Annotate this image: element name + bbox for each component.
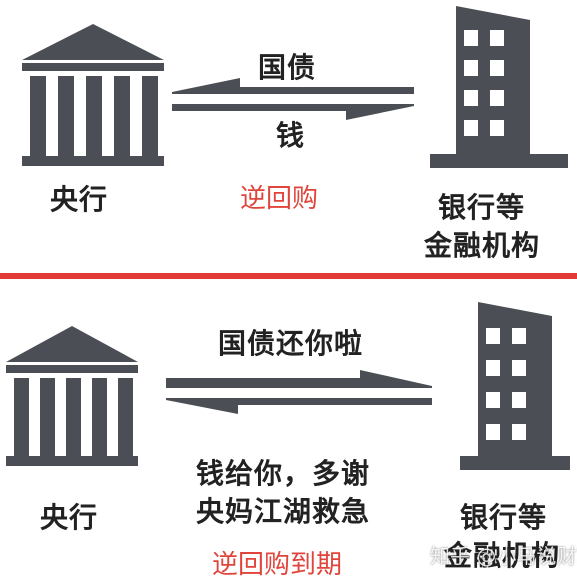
bank-label-line1: 银行等 bbox=[460, 501, 548, 534]
arrow-left-icon bbox=[166, 398, 432, 414]
exchange-arrows bbox=[172, 78, 414, 120]
caption-reverse-repo: 逆回购 bbox=[240, 184, 319, 214]
bank-building-icon bbox=[430, 6, 568, 168]
arrow-left-icon bbox=[172, 78, 414, 94]
central-bank-icon bbox=[6, 326, 138, 466]
arrow-right-icon bbox=[172, 104, 414, 120]
section-divider bbox=[0, 273, 577, 279]
exchange-arrows bbox=[166, 370, 432, 414]
bank-label-line2: 金融机构 bbox=[444, 539, 561, 572]
arrow-label-rescue: 央妈江湖救急 bbox=[196, 495, 371, 528]
watermark: 知乎 @小马说财富 bbox=[430, 544, 577, 568]
arrow-label-bonds-returned: 国债还你啦 bbox=[218, 327, 364, 360]
bank-label-line2: 金融机构 bbox=[424, 229, 541, 262]
central-bank-icon bbox=[22, 24, 164, 166]
caption-reverse-repo-maturity: 逆回购到期 bbox=[212, 550, 343, 580]
central-bank-label: 央行 bbox=[50, 183, 109, 216]
arrow-label-money: 钱 bbox=[276, 119, 306, 152]
arrow-right-icon bbox=[166, 370, 432, 388]
central-bank-label: 央行 bbox=[40, 501, 99, 534]
arrow-label-bonds: 国债 bbox=[258, 51, 317, 84]
arrow-label-money-thanks: 钱给你，多谢 bbox=[196, 457, 371, 490]
bank-label-line1: 银行等 bbox=[438, 191, 526, 224]
bank-building-icon bbox=[460, 302, 570, 470]
